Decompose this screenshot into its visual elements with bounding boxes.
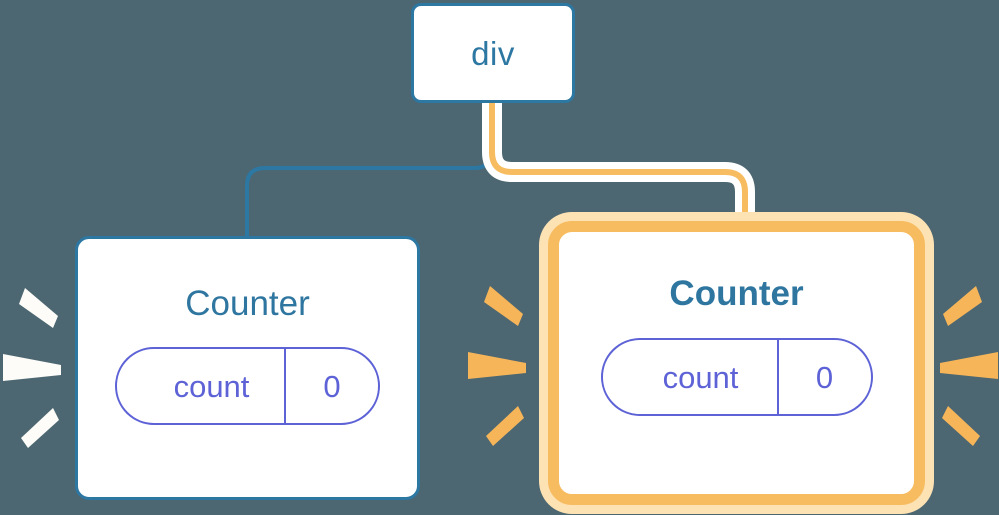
state-pill-right[interactable]: count 0 [600, 338, 873, 416]
node-counter-left-label: Counter [185, 284, 310, 323]
edge-line-right [489, 103, 748, 240]
state-pill-left[interactable]: count 0 [115, 347, 380, 425]
node-counter-right[interactable]: Counter count 0 [548, 221, 925, 505]
state-key-right: count [662, 359, 739, 395]
state-key-left: count [173, 368, 250, 404]
sparkle-rays-left-icon [3, 280, 73, 455]
state-value-left: 0 [323, 368, 341, 404]
state-divider [776, 340, 779, 414]
edge-line-left [245, 103, 494, 238]
sparkle-rays-right-icon [928, 278, 998, 453]
sparkle-rays-middle-icon [468, 278, 538, 453]
node-div[interactable]: div [411, 3, 575, 103]
node-div-label: div [471, 34, 515, 72]
node-counter-right-label: Counter [669, 274, 804, 313]
state-divider [284, 349, 286, 423]
state-value-right: 0 [815, 359, 834, 395]
edge-halo-right [482, 103, 755, 240]
node-counter-left[interactable]: Counter count 0 [75, 236, 420, 500]
